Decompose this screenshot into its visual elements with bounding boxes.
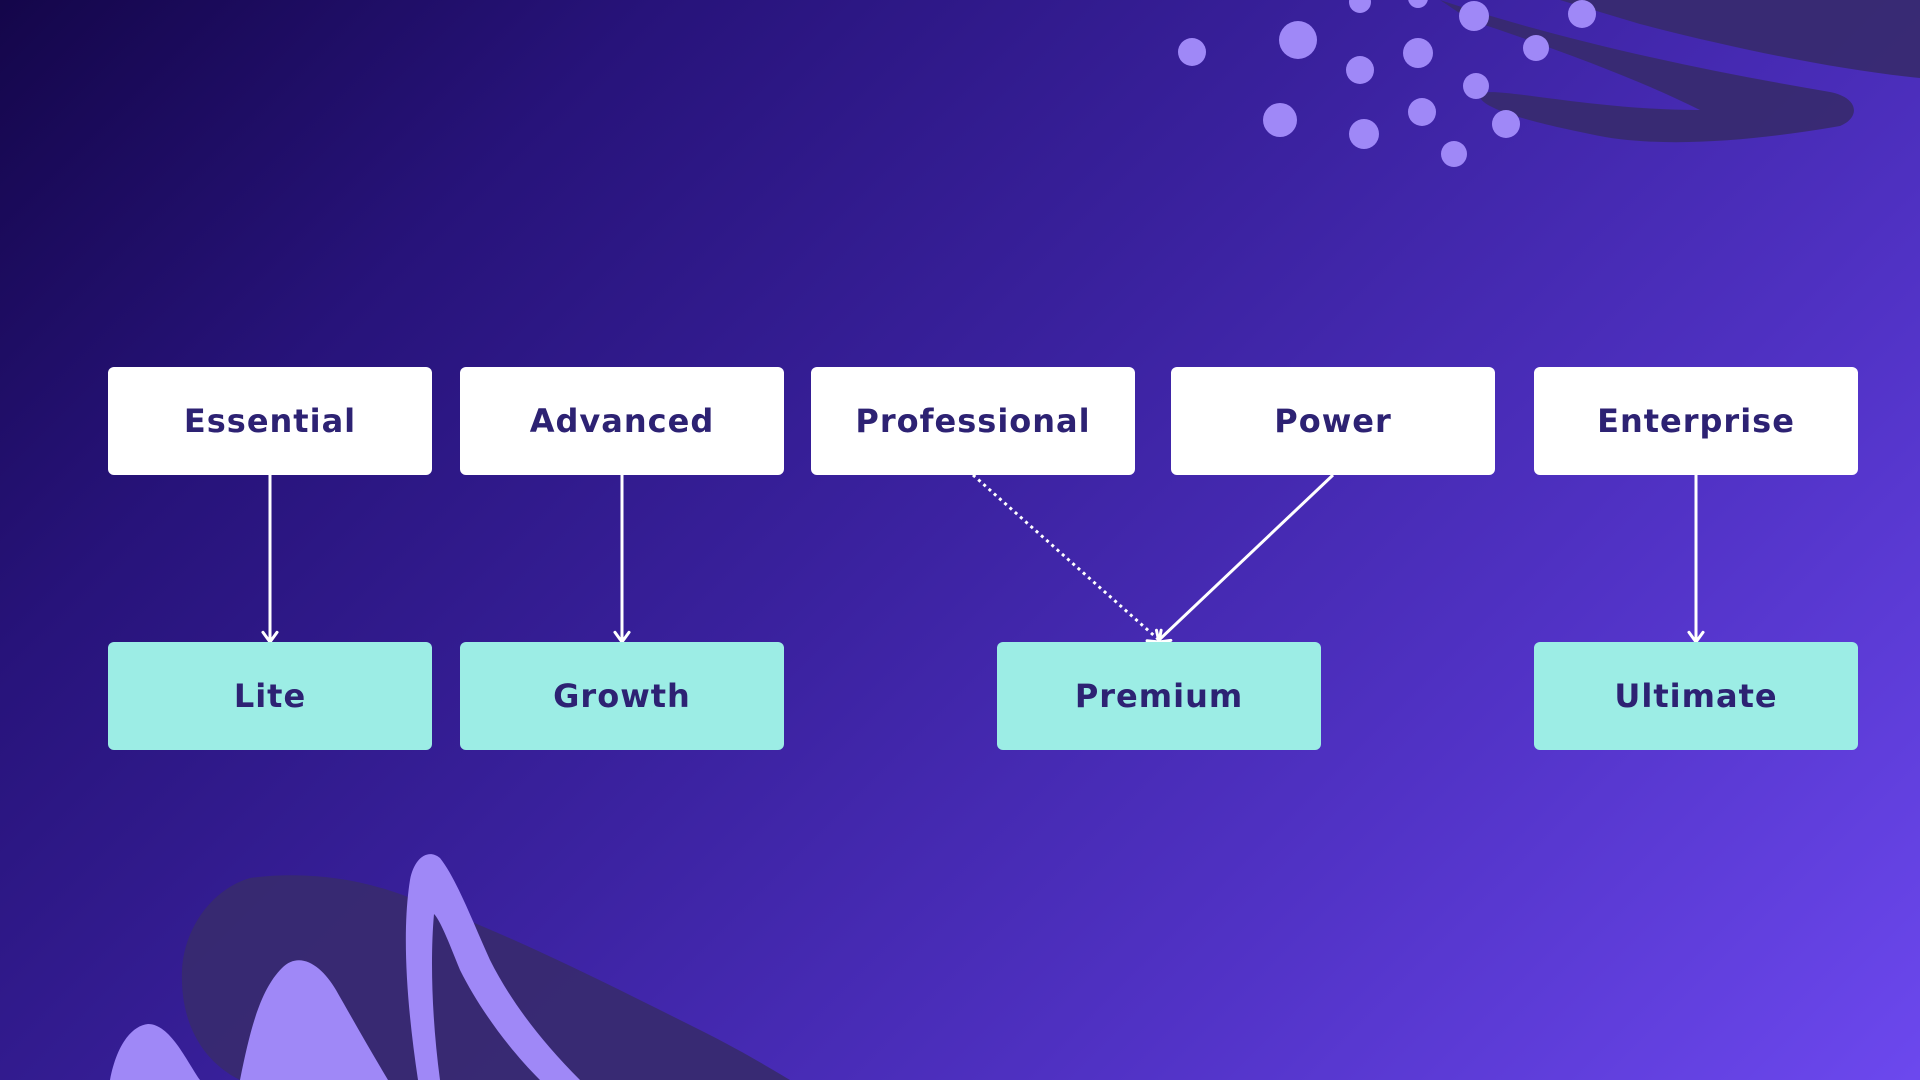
tier-label-power: Power [1274,402,1392,440]
tier-box-essential[interactable]: Essential [108,367,432,475]
tier-box-power[interactable]: Power [1171,367,1495,475]
brush-stroke-top-right [1440,0,1920,143]
tier-box-advanced[interactable]: Advanced [460,367,784,475]
tier-box-premium[interactable]: Premium [997,642,1321,750]
tier-box-professional[interactable]: Professional [811,367,1135,475]
tier-box-growth[interactable]: Growth [460,642,784,750]
connector-professional-to-premium [972,473,1160,642]
tier-box-enterprise[interactable]: Enterprise [1534,367,1858,475]
tier-label-premium: Premium [1074,677,1244,715]
arrowhead-professional-to-premium [1145,628,1161,644]
tier-label-professional: Professional [855,402,1091,440]
tier-label-ultimate: Ultimate [1614,677,1778,715]
tier-label-growth: Growth [553,677,691,715]
dot-cluster [1178,0,1596,167]
tier-label-enterprise: Enterprise [1597,402,1795,440]
tier-box-ultimate[interactable]: Ultimate [1534,642,1858,750]
tier-label-advanced: Advanced [529,402,715,440]
tier-box-lite[interactable]: Lite [108,642,432,750]
zigzag-stroke [110,854,580,1080]
tier-label-essential: Essential [183,402,357,440]
connector-power-to-premium [1157,473,1335,642]
tier-label-lite: Lite [233,677,307,715]
